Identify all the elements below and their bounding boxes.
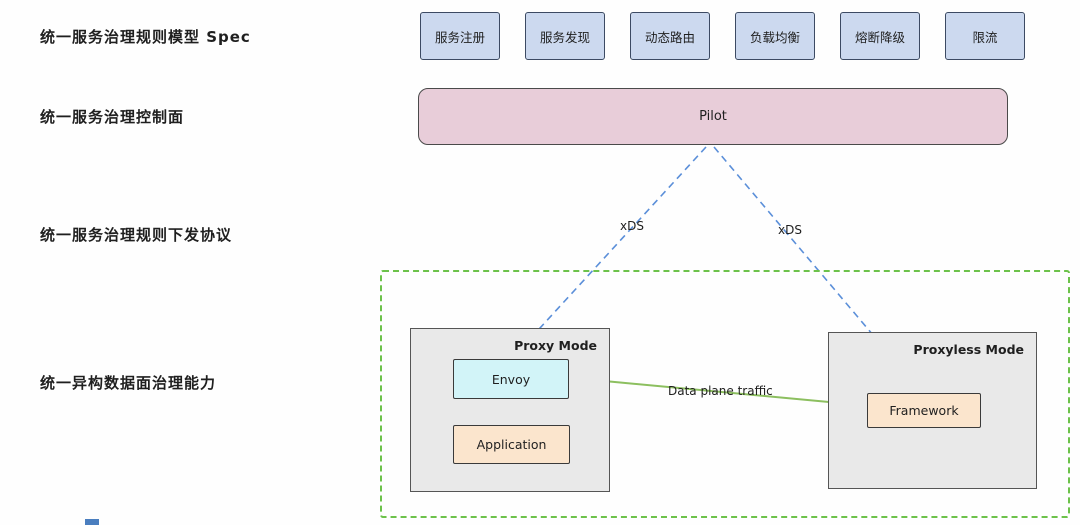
envoy-box: Envoy: [453, 359, 569, 399]
proxyless-mode-box: Proxyless Mode Framework: [828, 332, 1037, 489]
framework-box: Framework: [867, 393, 981, 428]
pilot-box: Pilot: [418, 88, 1008, 145]
bottom-edge-artifact: [85, 519, 99, 525]
proxy-mode-box: Proxy Mode Envoy Application: [410, 328, 610, 492]
data-plane-container: [380, 270, 1070, 518]
proxyless-mode-title: Proxyless Mode: [913, 342, 1024, 357]
capability-box-service-discovery: 服务发现: [525, 12, 605, 60]
row-label-protocol: 统一服务治理规则下发协议: [40, 226, 233, 244]
proxy-mode-title: Proxy Mode: [514, 338, 597, 353]
capability-box-service-register: 服务注册: [420, 12, 500, 60]
row-label-control-plane: 统一服务治理控制面: [40, 108, 185, 126]
xds-label-right: xDS: [778, 223, 802, 237]
xds-label-left: xDS: [620, 219, 644, 233]
capability-row: 服务注册 服务发现 动态路由 负载均衡 熔断降级 限流: [420, 12, 1025, 60]
capability-box-circuit-breaking: 熔断降级: [840, 12, 920, 60]
capability-box-rate-limiting: 限流: [945, 12, 1025, 60]
capability-box-load-balancing: 负载均衡: [735, 12, 815, 60]
application-box: Application: [453, 425, 570, 464]
row-label-data-plane: 统一异构数据面治理能力: [40, 374, 217, 392]
row-label-spec: 统一服务治理规则模型 Spec: [40, 28, 251, 46]
data-plane-traffic-label: Data plane traffic: [668, 384, 773, 398]
capability-box-dynamic-routing: 动态路由: [630, 12, 710, 60]
